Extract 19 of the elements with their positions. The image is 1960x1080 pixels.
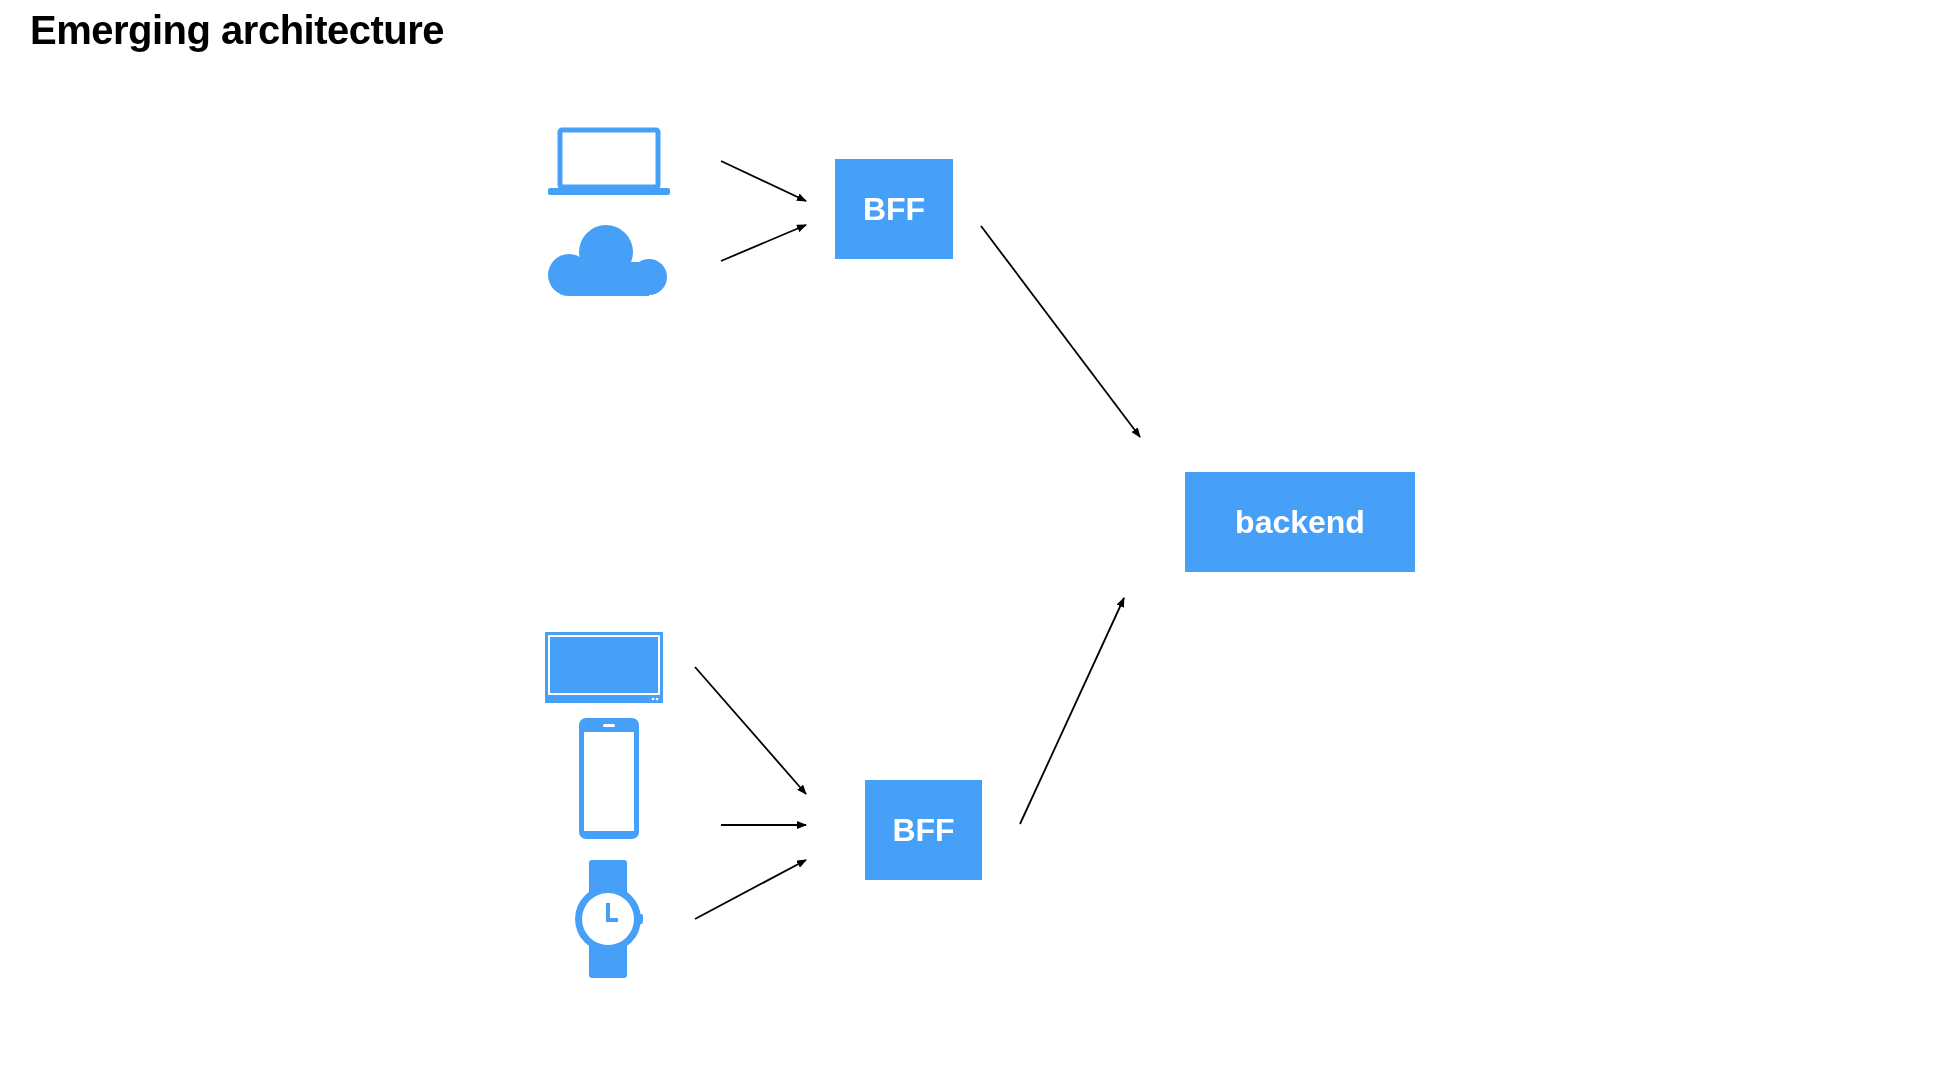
service-box	[1185, 472, 1415, 572]
arrow	[694, 666, 807, 795]
phone-icon	[579, 718, 639, 839]
arrow	[720, 160, 807, 202]
tablet-icon	[545, 632, 663, 703]
arrow	[720, 224, 807, 262]
arrow	[694, 859, 807, 920]
arrow	[1019, 597, 1125, 825]
box-label: BFF	[892, 811, 955, 849]
service-box	[835, 159, 953, 259]
box-label: BFF	[862, 190, 926, 228]
watch-icon	[574, 860, 644, 978]
laptop-icon	[548, 127, 670, 197]
box-label: backend	[1235, 503, 1365, 541]
arrow	[720, 821, 807, 829]
arrow	[980, 225, 1141, 438]
service-box	[865, 780, 982, 880]
cloud-icon	[548, 222, 668, 296]
diagram-title: Emerging architecture	[30, 8, 445, 53]
